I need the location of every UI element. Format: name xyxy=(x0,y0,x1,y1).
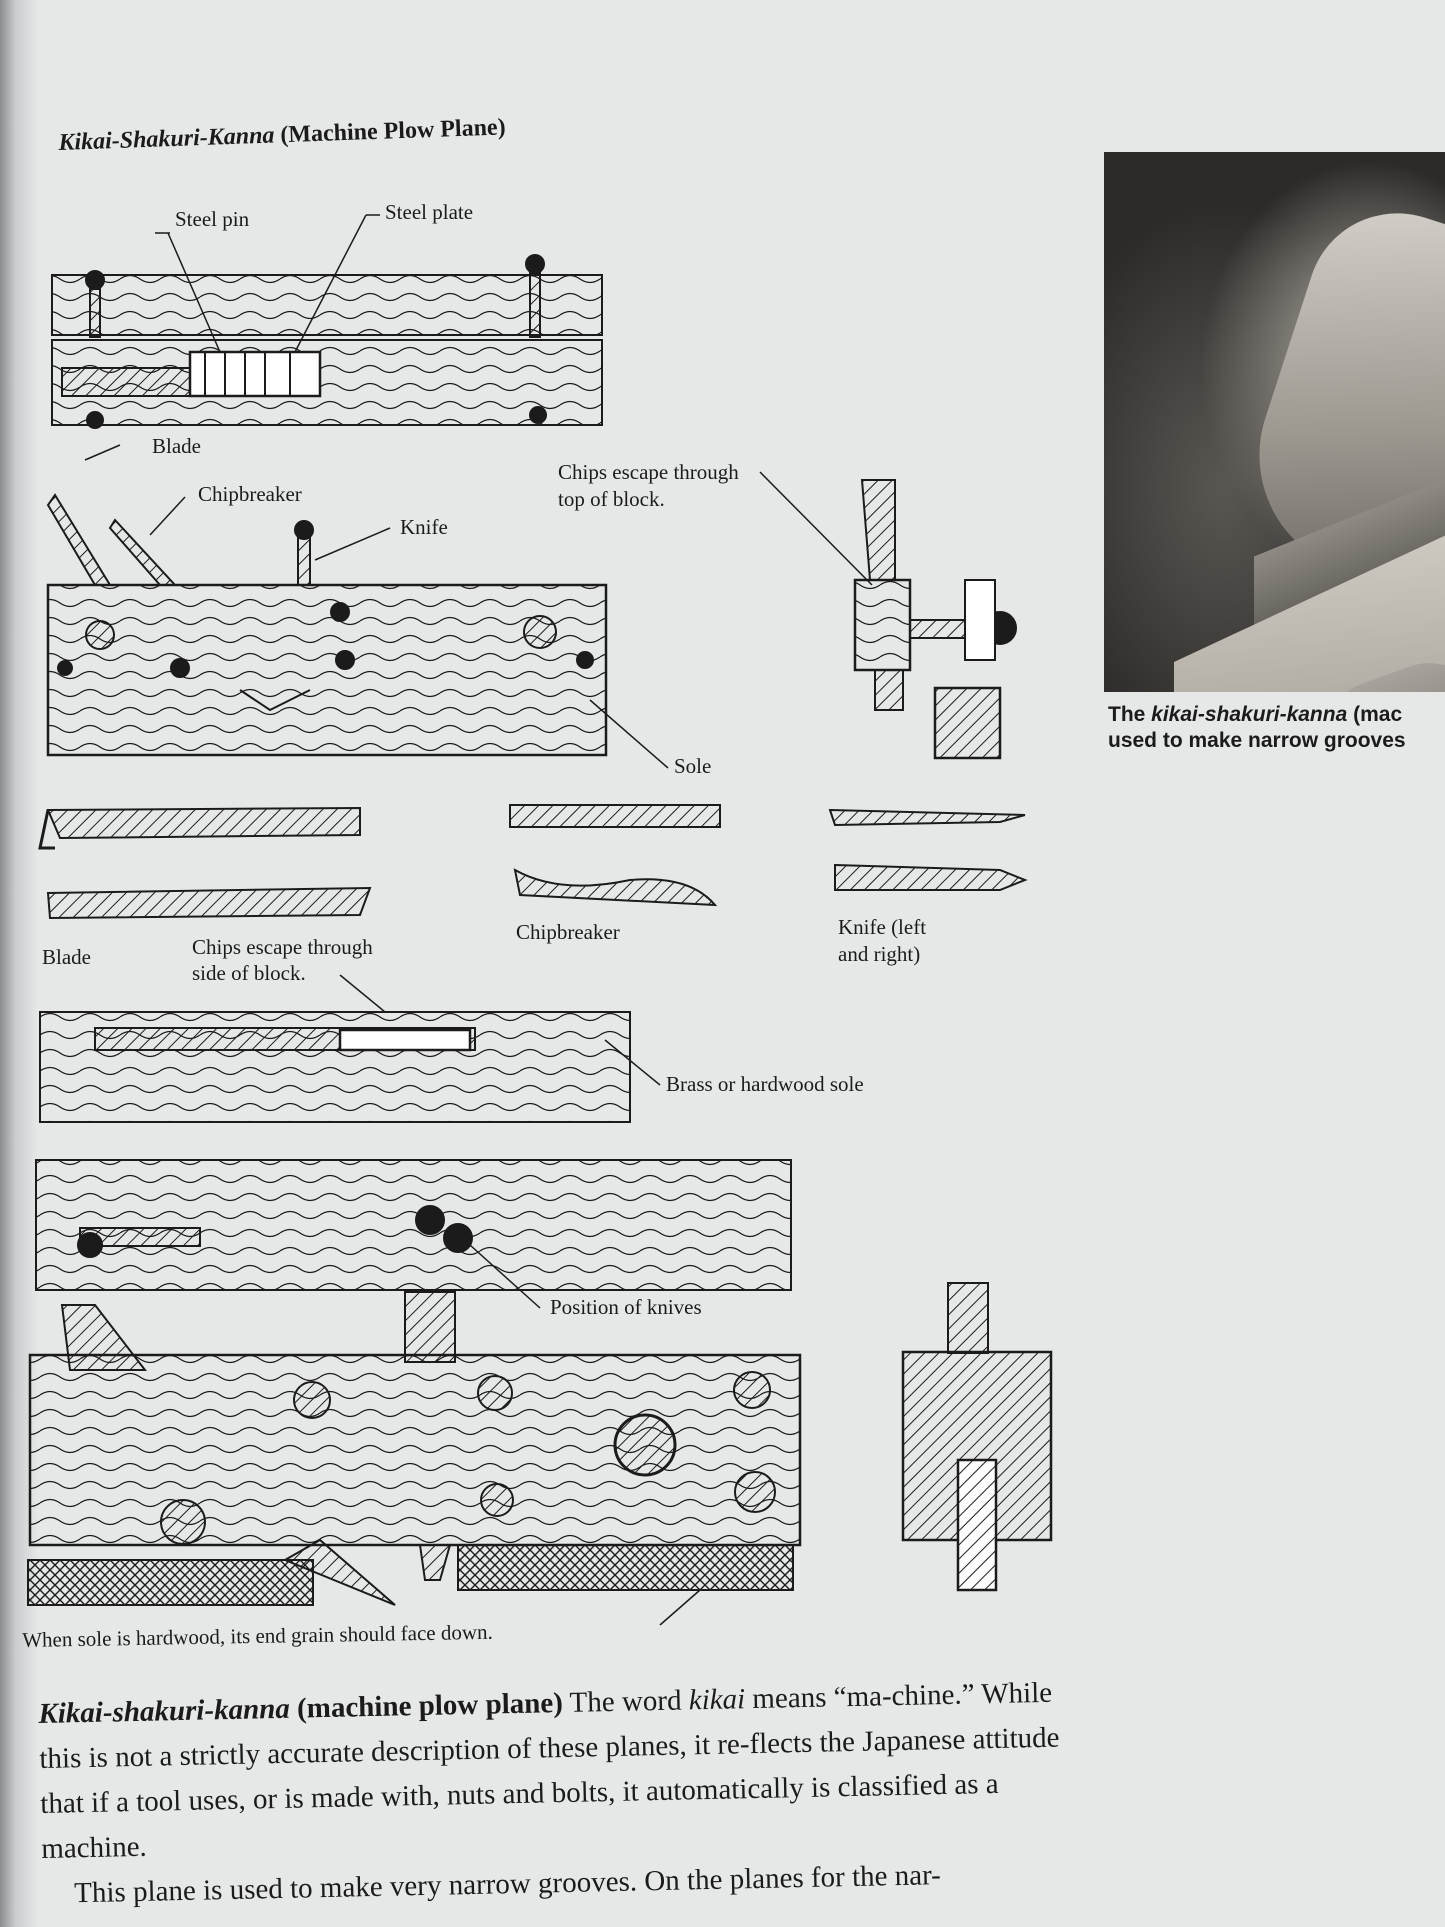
label-knife-parts-1: Knife (left xyxy=(838,915,927,939)
label-steel-pin: Steel pin xyxy=(175,207,250,231)
photo-plane-in-use xyxy=(1104,152,1445,692)
paragraph-1: Kikai-shakuri-kanna (machine plow plane)… xyxy=(38,1676,1060,1865)
chipbreaker-parts xyxy=(509,804,721,907)
label-chips-top-1: Chips escape through xyxy=(558,460,739,484)
wing-nut-icon xyxy=(85,270,105,338)
wing-nut-icon xyxy=(525,254,545,338)
body-text: Kikai-shakuri-kanna (machine plow plane)… xyxy=(38,1670,1102,1917)
photo-caption: The kikai-shakuri-kanna (mac used to mak… xyxy=(1108,703,1406,752)
label-chips-side-2: side of block. xyxy=(192,961,306,985)
label-brass-sole: Brass or hardwood sole xyxy=(666,1072,864,1096)
large-side-view xyxy=(27,1291,802,1626)
large-top-view xyxy=(35,1159,792,1309)
label-sole: Sole xyxy=(674,754,712,778)
label-blade-top: Blade xyxy=(152,434,201,458)
label-chips-side-1: Chips escape through xyxy=(192,935,373,959)
large-end-view xyxy=(901,1282,1053,1592)
sole-view xyxy=(39,974,661,1123)
top-view-plane xyxy=(51,214,603,429)
label-chips-top-2: top of block. xyxy=(558,487,665,511)
end-view-plane xyxy=(759,471,1017,760)
blade-parts xyxy=(38,806,372,920)
label-chipbreaker-parts: Chipbreaker xyxy=(516,920,620,944)
label-position-knives: Position of knives xyxy=(550,1295,702,1319)
label-blade-parts: Blade xyxy=(42,945,91,969)
knife-parts xyxy=(828,808,1028,891)
plow-plane-illustration xyxy=(27,214,1053,1626)
side-view-plane xyxy=(46,444,669,769)
label-steel-plate: Steel plate xyxy=(385,200,474,224)
label-knife-top: Knife xyxy=(400,515,448,539)
label-knife-parts-2: and right) xyxy=(838,942,921,966)
label-chipbreaker-top: Chipbreaker xyxy=(198,482,302,506)
